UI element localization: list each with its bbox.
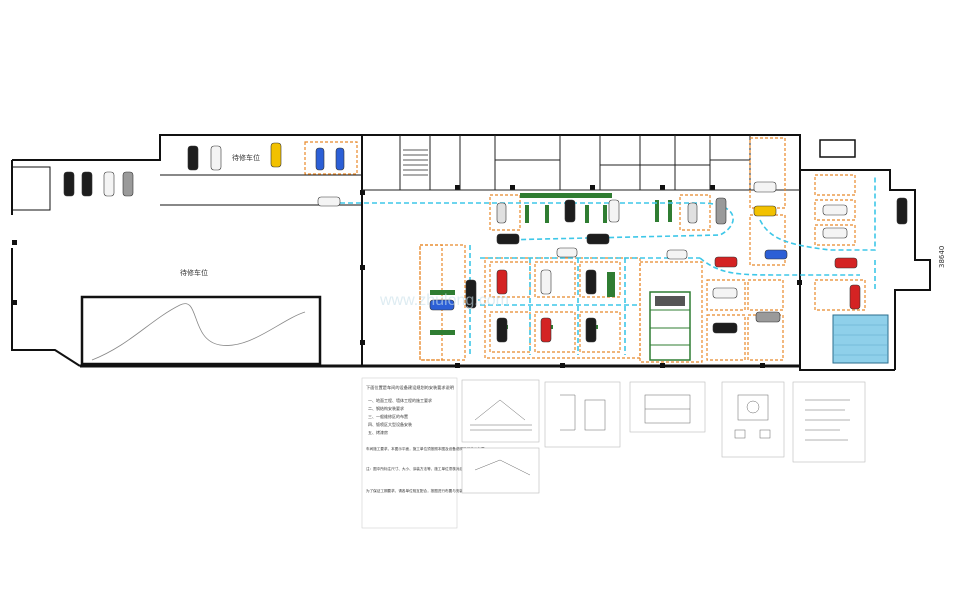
car-icon: [103, 171, 115, 197]
building-walls: [11, 134, 931, 371]
lift-icon: [430, 193, 672, 335]
car-icon: [849, 284, 861, 310]
car-icon: [335, 147, 345, 171]
car-icon: [608, 199, 620, 223]
notes-para: 车间施工要求，本图示平面，施工单位须按照本图及设备说明进行施工布置。: [366, 446, 488, 451]
car-icon: [270, 142, 282, 168]
car-icon: [585, 317, 597, 343]
car-icon: [429, 299, 455, 311]
car-icon: [764, 249, 788, 260]
car-icon: [496, 233, 520, 245]
notes-item: 二、钢结构安装要求: [368, 405, 404, 411]
notes-sheet: 下面位置是车间的设备建设规划的安装要求说明 一、地面工程、墙体工程的施工要求 二…: [361, 377, 488, 529]
spray-booth: [832, 314, 889, 364]
notes-item: 三、一般维修区的布置: [368, 413, 408, 419]
watermark: www.zhulong.com: [379, 292, 509, 309]
car-icon: [834, 257, 858, 269]
parking-upper-label: 待修车位: [232, 153, 260, 162]
car-icon: [81, 171, 93, 197]
car-icon: [540, 269, 552, 295]
car-icon: [687, 202, 698, 224]
car-icon: [540, 317, 552, 343]
detail-drawings: [461, 379, 866, 494]
car-icon: [712, 322, 738, 334]
car-icon: [586, 233, 610, 245]
notes-title: 下面位置是车间的设备建设规划的安装要求说明: [366, 384, 454, 391]
notes-para: 注：图中所标注尺寸、大小、涂装方法等，施工单位须核对后再施工。: [366, 466, 477, 471]
car-icon: [666, 249, 688, 260]
notes-item: 四、钣喷区大型设备安装: [368, 421, 412, 427]
car-icon: [564, 199, 576, 223]
car-icon: [315, 147, 325, 171]
car-icon: [210, 145, 222, 171]
car-icon-group: [63, 142, 908, 343]
car-icon: [317, 196, 341, 207]
car-icon: [822, 227, 848, 239]
car-icon: [714, 256, 738, 268]
car-icon: [896, 197, 908, 225]
car-icon: [496, 317, 508, 343]
car-icon: [755, 311, 781, 323]
stairs-icon: [403, 149, 428, 176]
notes-item: 一、地面工程、墙体工程的施工要求: [368, 397, 432, 403]
detail-sketch-lines: [470, 394, 850, 476]
car-icon: [122, 171, 134, 197]
notes-item: 五、烤漆房: [368, 429, 388, 435]
dimension-label: 38640: [938, 246, 946, 268]
car-icon: [63, 171, 75, 197]
site-curve: [91, 303, 306, 361]
parking-lower-label: 待修车位: [180, 268, 208, 277]
prep-station: [649, 291, 691, 361]
office-rooms: [362, 135, 800, 191]
notes-para: 为了保证工期要求，请各单位相互配合，按图进行布置与安装。: [366, 488, 467, 493]
car-icon: [715, 197, 727, 225]
car-icon: [753, 205, 777, 217]
car-icon: [496, 202, 507, 224]
column-icon: [12, 185, 802, 368]
car-icon: [822, 204, 848, 216]
car-icon: [585, 269, 597, 295]
car-icon: [556, 247, 578, 258]
car-icon: [187, 145, 199, 171]
car-icon: [496, 269, 508, 295]
car-icon: [753, 181, 777, 193]
car-icon: [465, 279, 477, 309]
car-icon: [712, 287, 738, 299]
